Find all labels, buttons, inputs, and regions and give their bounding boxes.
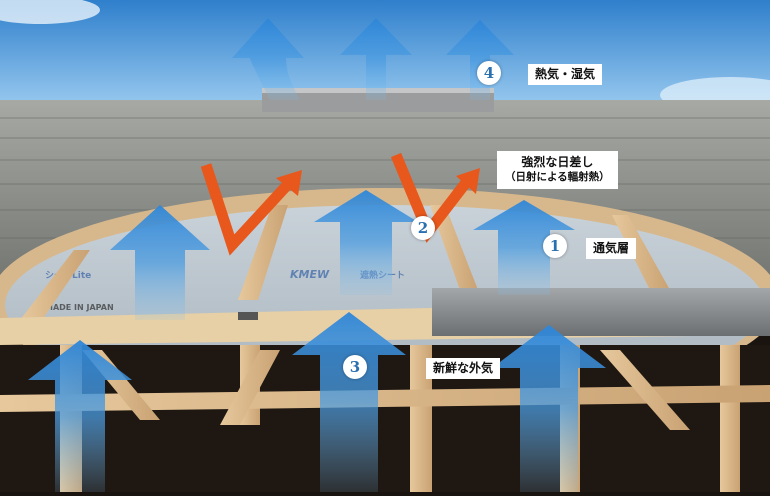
callout-label-2-sub: （日射による輻射熱） [505, 171, 610, 183]
rafters [20, 205, 670, 320]
callout-number-3: 3 [343, 355, 367, 379]
callout-number-2: 2 [411, 216, 435, 240]
attic-interior [0, 345, 770, 492]
sheet-brand-a: KMEW [290, 268, 330, 281]
callout-label-2: 強烈な日差し （日射による輻射熱） [497, 151, 618, 189]
cloud [0, 0, 100, 24]
sheet-made-in: MADE IN JAPAN [45, 303, 114, 312]
callout-number-1: 1 [543, 234, 567, 258]
callout-number-4: 4 [477, 61, 501, 85]
air-flow-arrow [28, 190, 606, 492]
callout-label-2-main: 強烈な日差し [521, 155, 594, 169]
callout-label-3: 新鮮な外気 [426, 358, 501, 379]
callout-label-4: 熱気・湿気 [528, 64, 603, 85]
callout-label-1: 通気層 [586, 238, 637, 259]
eave-flashing [432, 288, 770, 336]
exhaust-arrow [232, 18, 514, 100]
